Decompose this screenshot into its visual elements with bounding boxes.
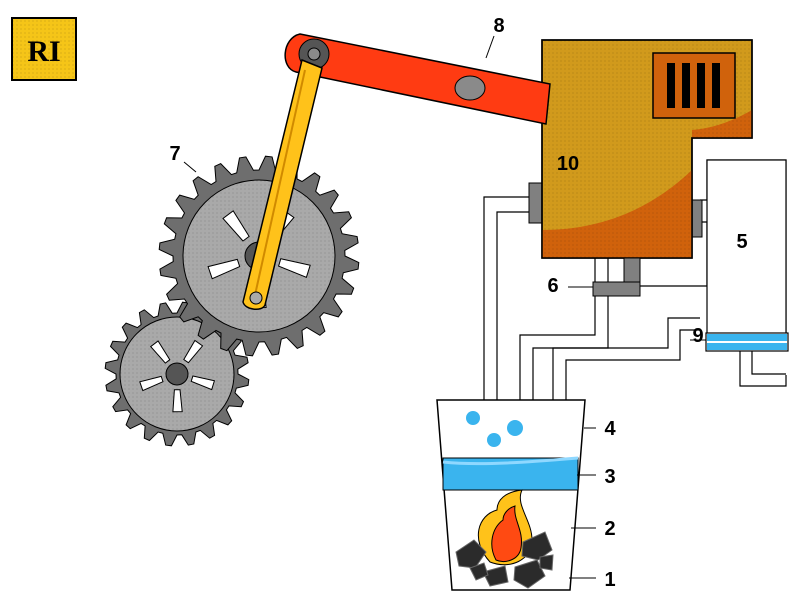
ri-logo: RI xyxy=(11,17,77,81)
coal xyxy=(455,531,554,589)
gear-spoke-hole xyxy=(172,389,183,413)
gear-spoke-hole xyxy=(277,258,311,278)
gear-spoke-hole xyxy=(149,340,171,364)
leader-lines xyxy=(183,35,706,579)
label-10: 10 xyxy=(557,153,579,175)
vent-grille xyxy=(652,52,736,119)
label-9: 9 xyxy=(692,325,703,347)
gear-spoke-hole xyxy=(222,210,250,242)
beam-8 xyxy=(284,33,551,125)
logo-text: RI xyxy=(27,35,60,68)
condenser-9 xyxy=(705,332,789,352)
valve-6 xyxy=(592,257,641,297)
part-labels: 7 8 10 5 6 9 4 3 2 1 xyxy=(169,15,747,591)
label-5: 5 xyxy=(736,231,747,253)
label-4: 4 xyxy=(604,418,616,440)
gear-spoke-hole xyxy=(190,375,216,391)
steam-bubble xyxy=(507,420,523,436)
label-2: 2 xyxy=(604,518,615,540)
steam-bubble xyxy=(487,433,501,447)
connecting-rod xyxy=(242,58,323,310)
flame-inner xyxy=(491,505,523,562)
label-7: 7 xyxy=(169,143,180,165)
small-gear xyxy=(104,301,250,447)
tank-5 xyxy=(706,159,787,335)
boiler-vessel xyxy=(436,399,586,591)
engine-10 xyxy=(528,39,753,259)
label-8: 8 xyxy=(493,15,504,37)
gear-spoke-hole xyxy=(183,339,204,364)
gear-spoke-hole xyxy=(139,375,164,392)
steam-bubble xyxy=(466,411,480,425)
label-6: 6 xyxy=(547,275,558,297)
label-3: 3 xyxy=(604,466,615,488)
gear-spoke-hole xyxy=(207,258,241,280)
label-1: 1 xyxy=(604,569,615,591)
